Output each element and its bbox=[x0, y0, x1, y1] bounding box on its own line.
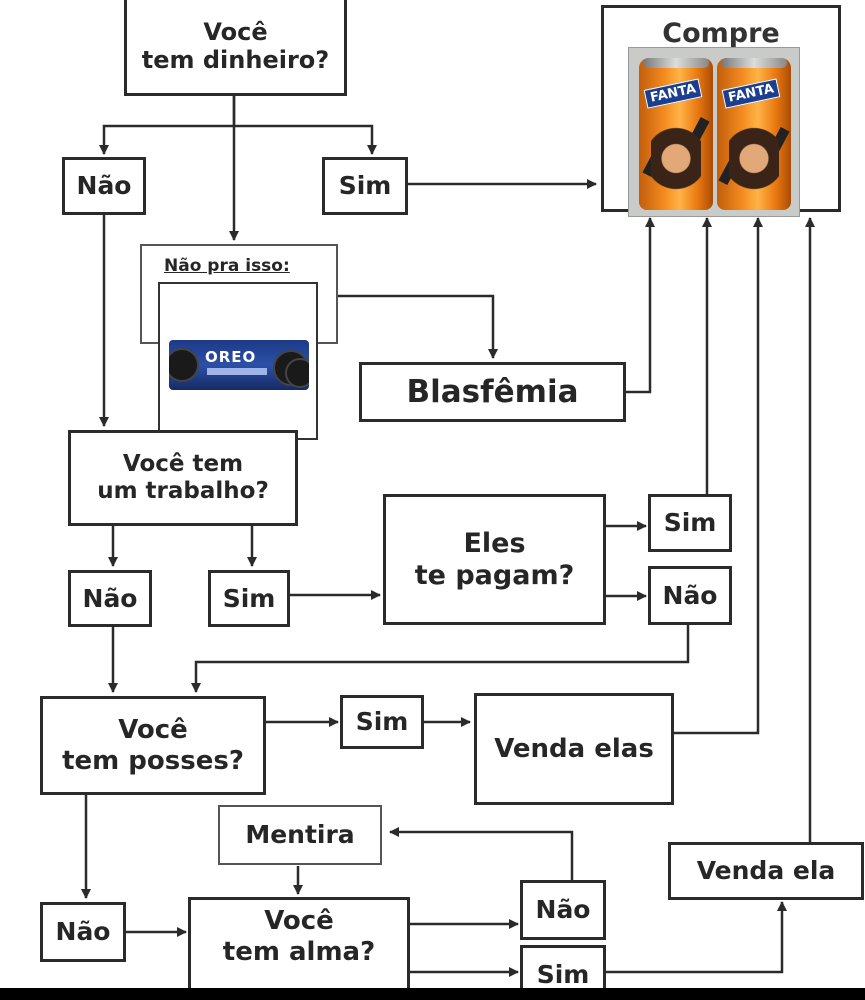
can-portrait-right bbox=[729, 120, 779, 190]
bottom-black-bar bbox=[0, 988, 865, 1000]
nao-box-2: Não bbox=[68, 570, 152, 627]
fanta-brand-left: FANTA bbox=[643, 78, 703, 109]
arrow-alma-nao-to-mentira bbox=[389, 827, 574, 880]
fanta-can-right: FANTA bbox=[717, 58, 791, 210]
mentira-box: Mentira bbox=[218, 805, 382, 865]
tem-dinheiro-box: Você tem dinheiro? bbox=[124, 0, 347, 96]
venda-ela-box: Venda ela bbox=[668, 842, 864, 900]
tem-posses-box: Você tem posses? bbox=[40, 696, 266, 795]
sim-box-1: Sim bbox=[322, 157, 408, 215]
arrow-alma-sim-to-venda-ela bbox=[606, 901, 787, 974]
compre-label: Compre bbox=[662, 18, 780, 49]
sim-box-4: Sim bbox=[340, 695, 424, 749]
fanta-can-left: FANTA bbox=[639, 58, 713, 210]
fanta-cans-image: FANTA FANTA bbox=[628, 47, 800, 217]
blasfemia-box: Blasfêmia bbox=[359, 362, 626, 422]
venda-elas-box: Venda elas bbox=[474, 693, 674, 805]
tem-alma-box: Você tem alma? bbox=[188, 897, 410, 997]
tem-trabalho-box: Você tem um trabalho? bbox=[68, 430, 298, 526]
arrow-pagam-nao-to-posses bbox=[191, 625, 690, 693]
arrow-dinheiro-to-nao bbox=[99, 96, 236, 155]
sim-box-2: Sim bbox=[208, 570, 290, 627]
nao-box-1: Não bbox=[62, 157, 146, 215]
nao-box-3: Não bbox=[648, 566, 732, 625]
arrow-dinheiro-to-sim bbox=[234, 124, 377, 155]
can-portrait-left bbox=[651, 120, 701, 190]
oreo-image: OREO bbox=[158, 282, 318, 440]
arrow-venda-elas-to-compre bbox=[674, 217, 763, 735]
fanta-brand-right: FANTA bbox=[721, 78, 781, 109]
sim-box-3: Sim bbox=[648, 494, 732, 552]
nao-pra-isso-label: Não pra isso: bbox=[164, 256, 290, 276]
oreo-package: OREO bbox=[169, 340, 309, 390]
oreo-logo: OREO bbox=[205, 348, 257, 366]
nao-box-5: Não bbox=[520, 880, 606, 940]
nao-box-4: Não bbox=[40, 902, 126, 962]
arrow-blasfemia-to-compre bbox=[626, 217, 655, 394]
arrow-nao-pra-isso-to-blasfemia bbox=[338, 294, 498, 359]
eles-pagam-box: Eles te pagam? bbox=[383, 494, 606, 625]
